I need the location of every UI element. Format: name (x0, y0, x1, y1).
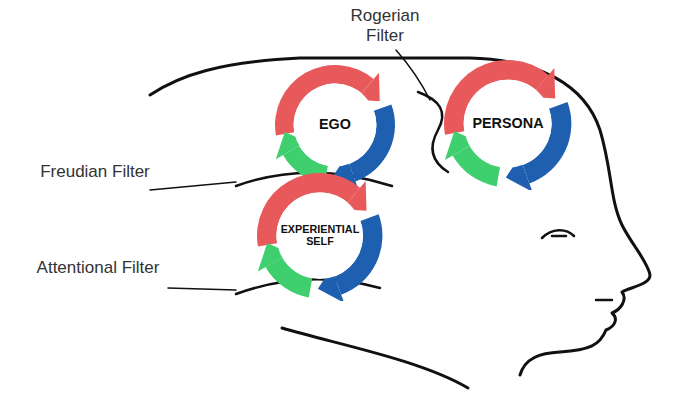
attentional-leader (168, 288, 236, 290)
filter-label: Rogerian Filter (335, 6, 435, 45)
eye (542, 230, 574, 238)
inner-disc (277, 193, 364, 280)
neck-line (282, 328, 468, 388)
filter-label: Attentional Filter (28, 258, 168, 278)
rogerian-leader (396, 50, 430, 100)
self-circle: PERSONA (442, 58, 573, 189)
freudian-leader (150, 182, 236, 190)
self-circle: EGO (273, 63, 397, 187)
circle-label: EXPERIENTIAL SELF (277, 224, 364, 248)
filter-label: Freudian Filter (40, 162, 150, 182)
rogerian-filter-curve (418, 92, 448, 172)
circle-text-holder: EXPERIENTIAL SELF (277, 193, 364, 280)
circle-text-holder: PERSONA (464, 80, 552, 168)
inner-disc (294, 84, 377, 167)
circle-label: EGO (319, 117, 351, 133)
circle-label: PERSONA (472, 116, 543, 132)
circle-text-holder: EGO (294, 84, 377, 167)
self-circle: EXPERIENTIAL SELF (255, 171, 384, 300)
mouth (596, 299, 612, 302)
head-outline (150, 58, 650, 375)
inner-disc (464, 80, 552, 168)
